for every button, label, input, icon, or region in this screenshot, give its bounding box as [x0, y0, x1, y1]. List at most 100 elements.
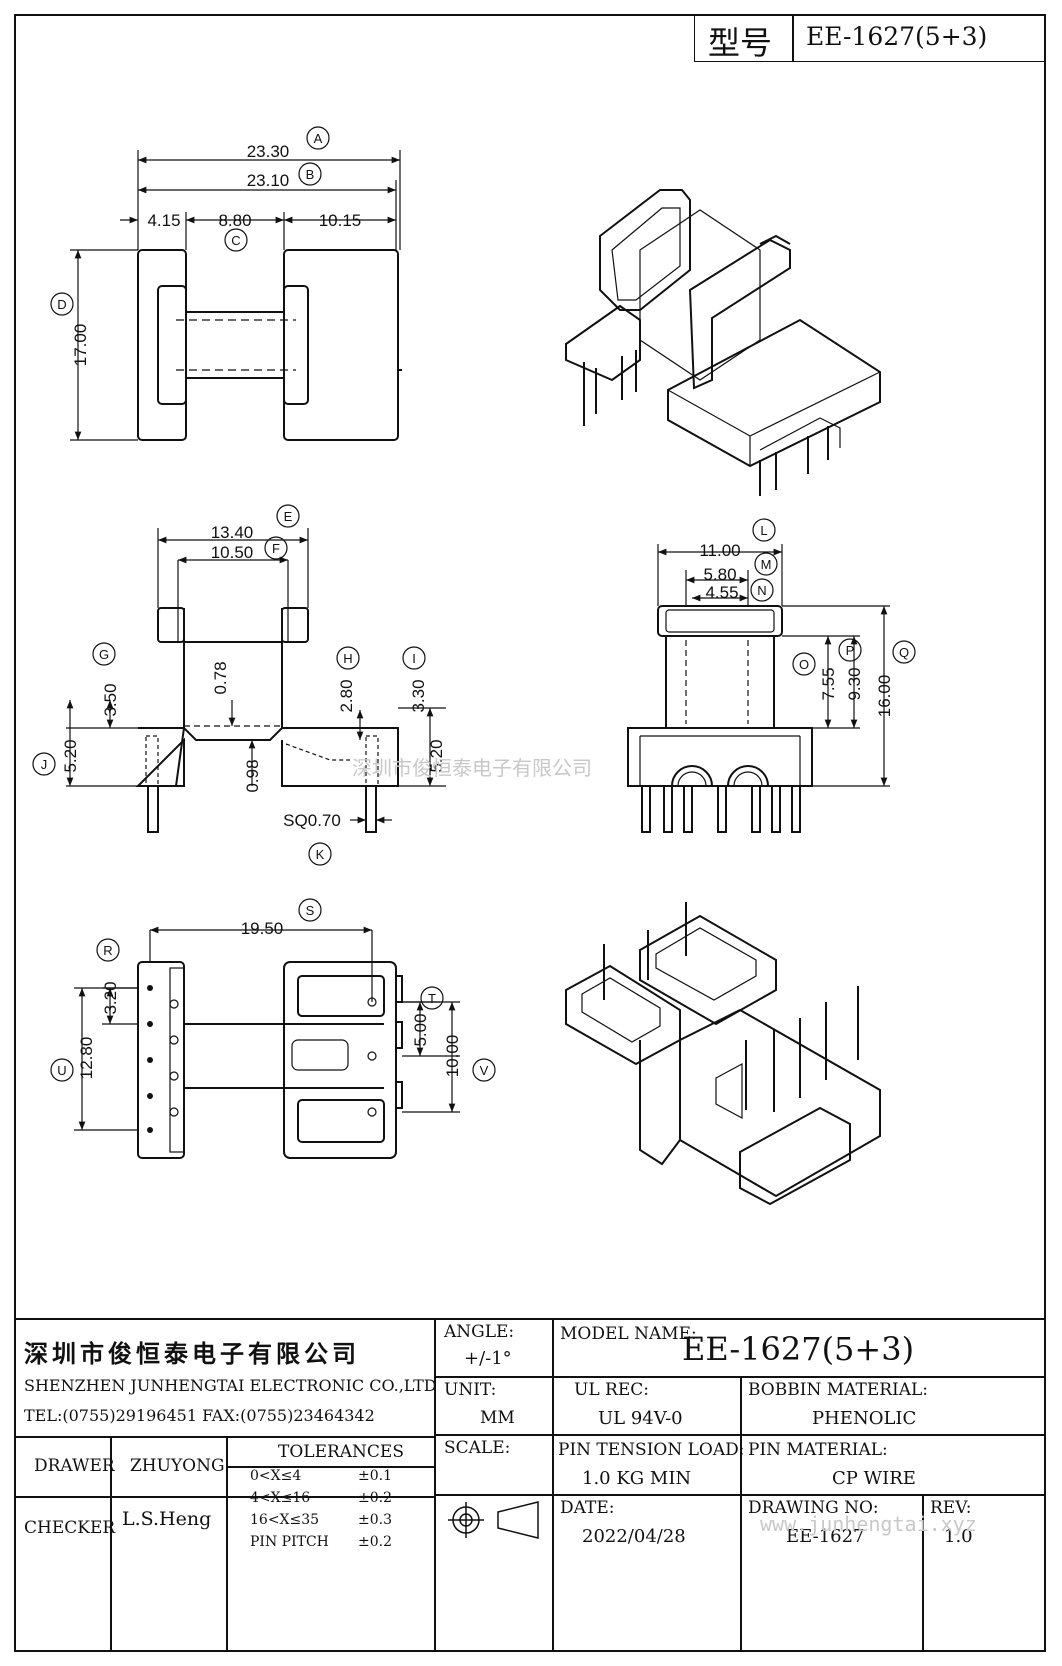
dim-B: 23.10: [247, 171, 290, 190]
date-value: 2022/04/28: [582, 1526, 686, 1547]
dim-c3: 10.15: [319, 211, 362, 230]
callout-E: E: [284, 509, 293, 524]
dim-j2: 5.20: [427, 739, 446, 772]
callout-I: I: [412, 651, 416, 666]
front-view: [66, 528, 446, 833]
drawing-no-value: EE-1627: [786, 1526, 865, 1547]
bottom-view: [74, 926, 460, 1159]
scale-label: SCALE:: [444, 1438, 511, 1458]
callout-K: K: [316, 847, 325, 862]
callout-S: S: [306, 903, 315, 918]
technical-drawing: A B C D E F G H I J K L M N O P Q R S T …: [32, 126, 916, 1206]
tol-value-0: ±0.1: [358, 1468, 392, 1484]
dim-c1: 4.15: [147, 211, 180, 230]
dim-F: 10.50: [211, 543, 254, 562]
callout-V: V: [480, 1063, 489, 1078]
model-box-value: EE-1627(5+3): [806, 22, 988, 51]
callout-J: J: [41, 757, 48, 772]
dim-T: 5.00: [411, 1013, 430, 1046]
callout-N: N: [757, 583, 766, 598]
dim-P: 9.30: [845, 667, 864, 700]
tol-range-1: 4<X≤16: [250, 1490, 311, 1506]
dim-J: 5.20: [61, 739, 80, 772]
dim-O: 7.55: [819, 667, 838, 700]
rev-label: REV:: [930, 1498, 972, 1518]
angle-value: +/-1°: [464, 1348, 512, 1369]
checker-value: L.S.Heng: [122, 1508, 212, 1530]
dim-H: 2.80: [337, 679, 356, 712]
bobbin-material-value: PHENOLIC: [812, 1408, 917, 1429]
projection-symbol-icon: [448, 1501, 539, 1539]
callout-F: F: [272, 541, 280, 556]
date-label: DATE:: [560, 1498, 615, 1518]
company-contact: TEL:(0755)29196451 FAX:(0755)23464342: [24, 1406, 375, 1425]
drawing-no-label: DRAWING NO:: [748, 1498, 879, 1518]
side-view: [627, 544, 890, 833]
pin-tension-value: 1.0 KG MIN: [582, 1468, 692, 1489]
tol-range-3: PIN PITCH: [250, 1534, 329, 1550]
callout-M: M: [761, 557, 772, 572]
callout-G: G: [99, 647, 109, 662]
dim-I: 3.30: [409, 679, 428, 712]
company-name-cn: 深圳市俊恒泰电子有限公司: [24, 1340, 360, 1368]
tol-range-2: 16<X≤35: [250, 1512, 320, 1528]
dim-Q: 16.00: [875, 675, 894, 718]
top-view: [70, 150, 402, 441]
dim-S: 19.50: [241, 919, 284, 938]
callout-L: L: [760, 523, 767, 538]
company-name-en: SHENZHEN JUNHENGTAI ELECTRONIC CO.,LTD: [24, 1376, 437, 1395]
dim-L: 11.00: [699, 541, 740, 560]
callout-P: P: [846, 643, 855, 658]
dim-M: 5.80: [703, 565, 736, 584]
watermark-url: www.junhengtai.xyz: [760, 1512, 977, 1536]
watermark-center: 深圳市俊恒泰电子有限公司: [352, 756, 592, 780]
tol-value-1: ±0.2: [358, 1490, 392, 1506]
dim-A: 23.30: [247, 142, 290, 161]
unit-label: UNIT:: [444, 1380, 497, 1400]
dim-mid: 0.78: [211, 661, 230, 694]
ul-rec-label: UL REC:: [574, 1380, 649, 1400]
callout-A: A: [314, 131, 323, 146]
angle-label: ANGLE:: [444, 1322, 515, 1342]
callout-R: R: [103, 943, 112, 958]
callout-U: U: [57, 1063, 66, 1078]
bobbin-material-label: BOBBIN MATERIAL:: [748, 1380, 929, 1400]
drawer-label: DRAWER: [34, 1456, 115, 1476]
model-name-label: MODEL NAME:: [560, 1324, 697, 1344]
ul-rec-value: UL 94V-0: [598, 1408, 683, 1429]
callout-C: C: [231, 233, 240, 248]
dim-E: 13.40: [211, 523, 254, 542]
dim-low: 0.98: [243, 759, 262, 792]
pin-tension-label: PIN TENSION LOAD:: [558, 1440, 745, 1460]
tol-value-2: ±0.3: [358, 1512, 392, 1528]
tol-range-0: 0<X≤4: [250, 1468, 302, 1484]
iso-view-top: [565, 189, 881, 496]
iso-view-bottom: [565, 902, 881, 1206]
dim-N: 4.55: [705, 583, 738, 602]
drawer-value: ZHUYONG: [130, 1456, 225, 1476]
unit-value: MM: [480, 1408, 515, 1428]
dim-R: 3.20: [101, 981, 120, 1014]
pin-material-value: CP WIRE: [832, 1468, 916, 1489]
callout-B: B: [306, 167, 315, 182]
title-block: 深圳市俊恒泰电子有限公司 SHENZHEN JUNHENGTAI ELECTRO…: [14, 1318, 1046, 1652]
rev-value: 1.0: [944, 1526, 973, 1547]
pin-material-label: PIN MATERIAL:: [748, 1440, 888, 1460]
callout-T: T: [428, 991, 436, 1006]
callout-Q: Q: [899, 645, 909, 660]
dim-K: SQ0.70: [283, 811, 341, 830]
model-name-value: EE-1627(5+3): [682, 1330, 915, 1368]
dim-G: 3.50: [101, 683, 120, 716]
tolerances-label: TOLERANCES: [278, 1442, 404, 1462]
callout-O: O: [799, 657, 809, 672]
dim-V: 10.00: [443, 1035, 462, 1078]
dim-C: 8.80: [218, 211, 251, 230]
callout-D: D: [57, 297, 66, 312]
model-box-label: 型号: [708, 24, 773, 62]
tol-value-3: ±0.2: [358, 1534, 392, 1550]
callout-H: H: [343, 651, 352, 666]
dim-D: 17.00: [71, 324, 90, 367]
model-box: [694, 14, 1046, 62]
checker-label: CHECKER: [24, 1518, 116, 1538]
drawing-frame: [14, 14, 1046, 1652]
